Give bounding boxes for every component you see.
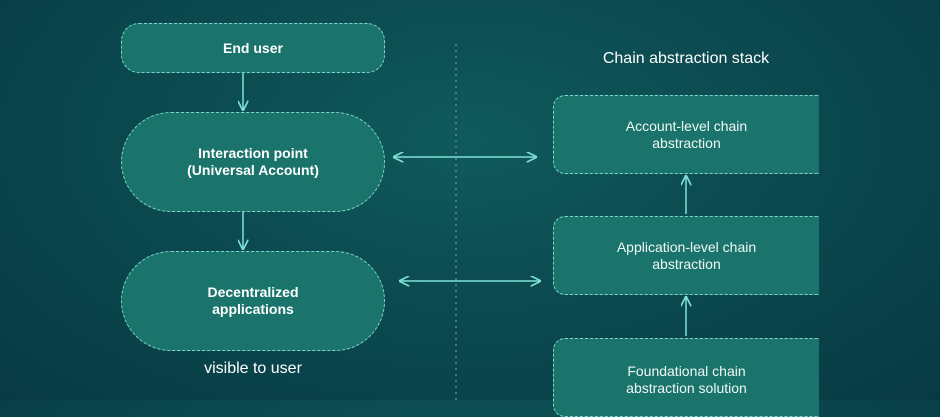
connector-layer	[0, 44, 940, 400]
node-foundational-label-line1: Foundational chain	[627, 363, 746, 379]
node-interaction-label-line1: Interaction point	[198, 145, 308, 161]
node-account-level: Account-level chain abstraction	[553, 95, 819, 174]
node-decentralized-applications: Decentralized applications	[121, 251, 385, 351]
node-application-label-line2: abstraction	[652, 255, 721, 272]
node-foundational-label-line2: abstraction solution	[626, 380, 747, 396]
node-account-label-line1: Account-level chain	[625, 117, 748, 134]
node-application-label-line1: Application-level chain	[616, 238, 757, 255]
stack-title: Chain abstraction stack	[602, 50, 770, 67]
node-interaction-point: Interaction point (Universal Account)	[121, 112, 385, 212]
node-dapps-label-line2: applications	[212, 301, 294, 317]
node-application-level: Application-level chain abstraction	[553, 216, 819, 295]
node-interaction-label-line2: (Universal Account)	[187, 162, 319, 178]
node-end-user-label: End user	[223, 39, 283, 56]
visible-to-user-label: visible to user	[204, 360, 302, 377]
node-foundational: Foundational chain abstraction solution	[553, 338, 819, 417]
node-dapps-label-line1: Decentralized	[207, 284, 299, 300]
node-end-user: End user	[121, 23, 385, 73]
node-account-label-line2: abstraction	[652, 134, 721, 151]
diagram-canvas: End user Interaction point (Universal Ac…	[0, 23, 940, 417]
